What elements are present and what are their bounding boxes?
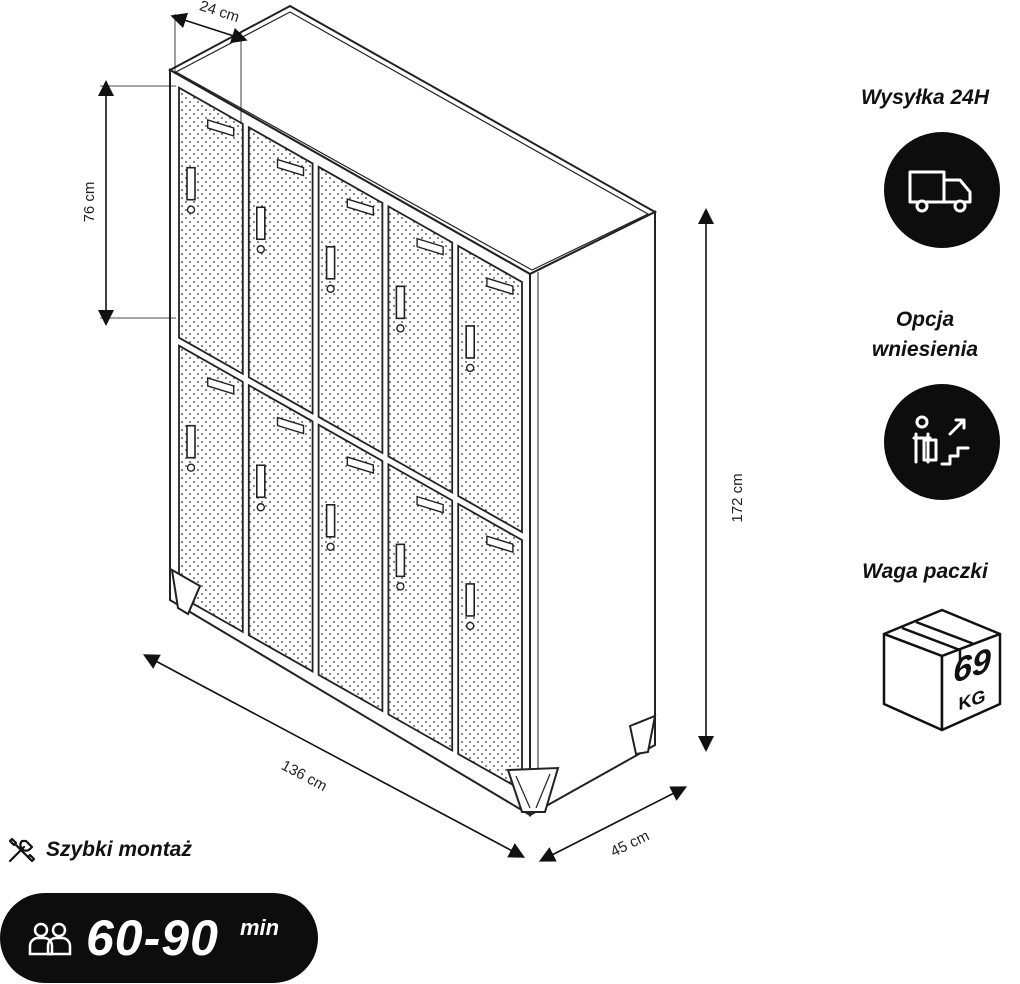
door-vent	[346, 456, 375, 475]
door-lock	[466, 363, 475, 373]
door-handle	[325, 504, 336, 538]
top-depth-label: 24 cm	[197, 0, 241, 26]
door-handle	[465, 325, 476, 359]
person-stairs-icon	[884, 384, 1000, 500]
shipping-title: Wysyłka 24H	[860, 86, 990, 109]
assembly-row: Szybki montaż	[6, 830, 192, 870]
door-handle	[395, 285, 406, 320]
door-lock	[396, 324, 405, 333]
compartment-height-label: 76 cm	[81, 182, 98, 223]
locker-door	[178, 344, 244, 634]
door-handle	[255, 206, 266, 241]
door-vent	[207, 119, 235, 137]
carry-in-title-line1: Opcja	[895, 308, 955, 331]
delivery-truck-icon	[884, 132, 1000, 248]
door-handle	[395, 543, 406, 578]
door-lock	[186, 205, 196, 214]
assembly-time-value: 60-90	[86, 910, 219, 966]
width-label: 136 cm	[278, 757, 329, 795]
assembly-label: Szybki montaż	[46, 838, 192, 861]
weight-title: Waga paczki	[862, 560, 988, 583]
door-vent	[416, 495, 444, 514]
door-vent	[416, 237, 444, 256]
door-handle	[255, 464, 266, 499]
door-lock	[326, 284, 335, 294]
door-vent	[346, 198, 375, 217]
top-depth-dimension-line	[170, 12, 248, 44]
door-lock	[466, 621, 475, 631]
two-people-icon	[28, 920, 72, 956]
locker-door	[178, 86, 244, 376]
locker-door	[247, 125, 314, 415]
door-vent	[276, 416, 305, 435]
door-vent	[207, 377, 235, 395]
door-handle	[186, 166, 196, 201]
carry-in-title-line2: wniesienia	[871, 338, 979, 361]
door-handle	[465, 583, 476, 617]
door-handle	[325, 246, 336, 280]
assembly-time-badge: 60-90 min	[0, 893, 318, 983]
locker-door	[387, 204, 454, 495]
tools-icon	[6, 835, 36, 865]
door-vent	[486, 535, 514, 554]
door-lock	[326, 542, 335, 552]
door-lock	[396, 582, 405, 591]
assembly-time-unit: min	[240, 915, 280, 940]
door-vent	[486, 277, 514, 296]
depth-dimension-line	[538, 786, 688, 862]
locker-door	[317, 165, 384, 455]
package-box-icon: 69 KG	[880, 604, 1004, 734]
width-dimension-line	[142, 654, 526, 858]
door-lock	[186, 463, 196, 472]
depth-label: 45 cm	[608, 827, 652, 860]
height-label: 172 cm	[729, 473, 746, 522]
door-lock	[256, 245, 265, 254]
door-handle	[186, 424, 196, 459]
door-lock	[256, 503, 265, 512]
door-vent	[276, 158, 305, 177]
locker-door	[457, 244, 523, 534]
